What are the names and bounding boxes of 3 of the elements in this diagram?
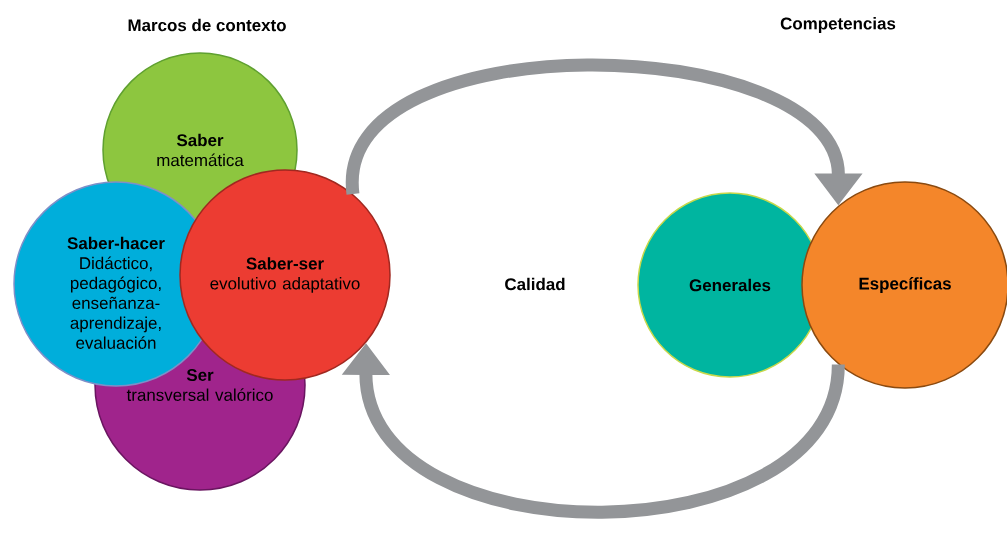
heading: Marcos de contexto <box>128 18 286 32</box>
heading: Calidad <box>505 277 565 291</box>
heading: Competencias <box>780 17 896 33</box>
